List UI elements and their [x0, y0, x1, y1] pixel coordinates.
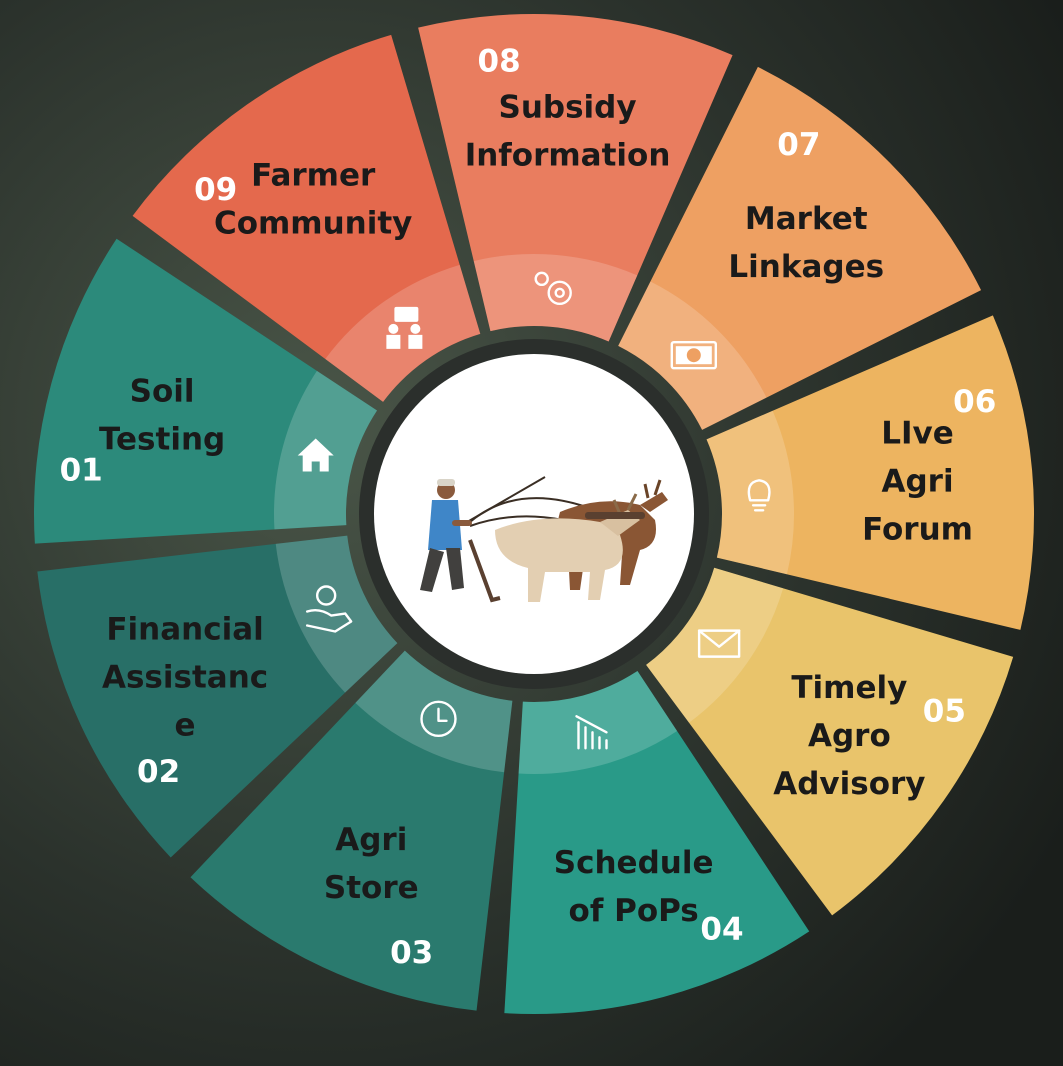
segment-07-number: 07	[777, 127, 820, 163]
segment-06-number: 06	[953, 384, 996, 420]
gears-icon	[534, 271, 572, 306]
segment-02-title-line: Assistanc	[102, 660, 268, 696]
segment-01-number: 01	[60, 453, 103, 489]
segment-05-wedge	[646, 567, 1014, 916]
segment-08-inner-band	[473, 254, 638, 342]
segment-02-wedge	[37, 535, 398, 858]
segment-08-title-line: Subsidy	[499, 89, 637, 125]
segment-03-inner-band	[355, 650, 513, 773]
segment-08-title-line: Information	[465, 137, 671, 173]
farmer-ploughing-with-oxen-illustration	[420, 476, 668, 603]
segment-03-title-line: Agri	[335, 822, 407, 858]
segment-02-title-line: e	[175, 708, 196, 744]
center-hub	[359, 339, 709, 689]
segment-05-title-line: Timely	[791, 670, 907, 706]
segment-07-title-line: Linkages	[728, 249, 884, 285]
segment-02-title-line: Financial	[106, 612, 263, 648]
segment-05-title-line: Agro	[808, 718, 891, 754]
segment-04-number: 04	[700, 911, 743, 947]
bar-chart-icon	[575, 715, 608, 750]
hand-coin-icon	[305, 585, 353, 633]
segment-04-title-line: of PoPs	[569, 893, 699, 929]
mail-icon	[697, 629, 741, 658]
segment-04-inner-band	[518, 670, 678, 775]
segment-01-wedge	[33, 238, 378, 544]
segment-03-number: 03	[390, 935, 433, 971]
center-circle	[374, 354, 694, 674]
segment-01-title-line: Testing	[99, 421, 225, 457]
segment-07-wedge	[618, 66, 982, 430]
segment-08-wedge	[418, 13, 733, 342]
segment-09-title-line: Community	[214, 206, 412, 242]
segment-03-title-line: Store	[324, 870, 419, 906]
segment-08-number: 08	[478, 43, 521, 79]
segment-04-wedge	[504, 670, 810, 1014]
segment-05-number: 05	[923, 694, 966, 730]
segment-09-inner-band	[325, 264, 481, 402]
chat-people-icon	[386, 306, 423, 349]
segment-06-wedge	[706, 315, 1034, 630]
segment-01-title-line: Soil	[130, 373, 195, 409]
segment-04-title-line: Schedule	[554, 845, 714, 881]
segment-06-title-line: LIve	[881, 415, 954, 451]
home-icon	[297, 438, 334, 472]
segment-07-title-line: Market	[745, 201, 868, 237]
segment-09-wedge	[132, 34, 481, 402]
segment-05-title-line: Advisory	[773, 766, 925, 802]
segment-03-wedge	[190, 650, 513, 1011]
segment-06-title-line: Agri	[881, 463, 953, 499]
segment-06-inner-band	[706, 410, 794, 575]
segment-02-number: 02	[137, 754, 180, 790]
clock-icon	[420, 700, 457, 738]
segment-09-title-line: Farmer	[251, 158, 376, 194]
segment-06-title-line: Forum	[862, 511, 973, 547]
segment-09-number: 09	[194, 172, 237, 208]
lightbulb-icon	[747, 479, 771, 512]
money-icon	[670, 340, 718, 370]
segment-05-inner-band	[646, 567, 784, 723]
